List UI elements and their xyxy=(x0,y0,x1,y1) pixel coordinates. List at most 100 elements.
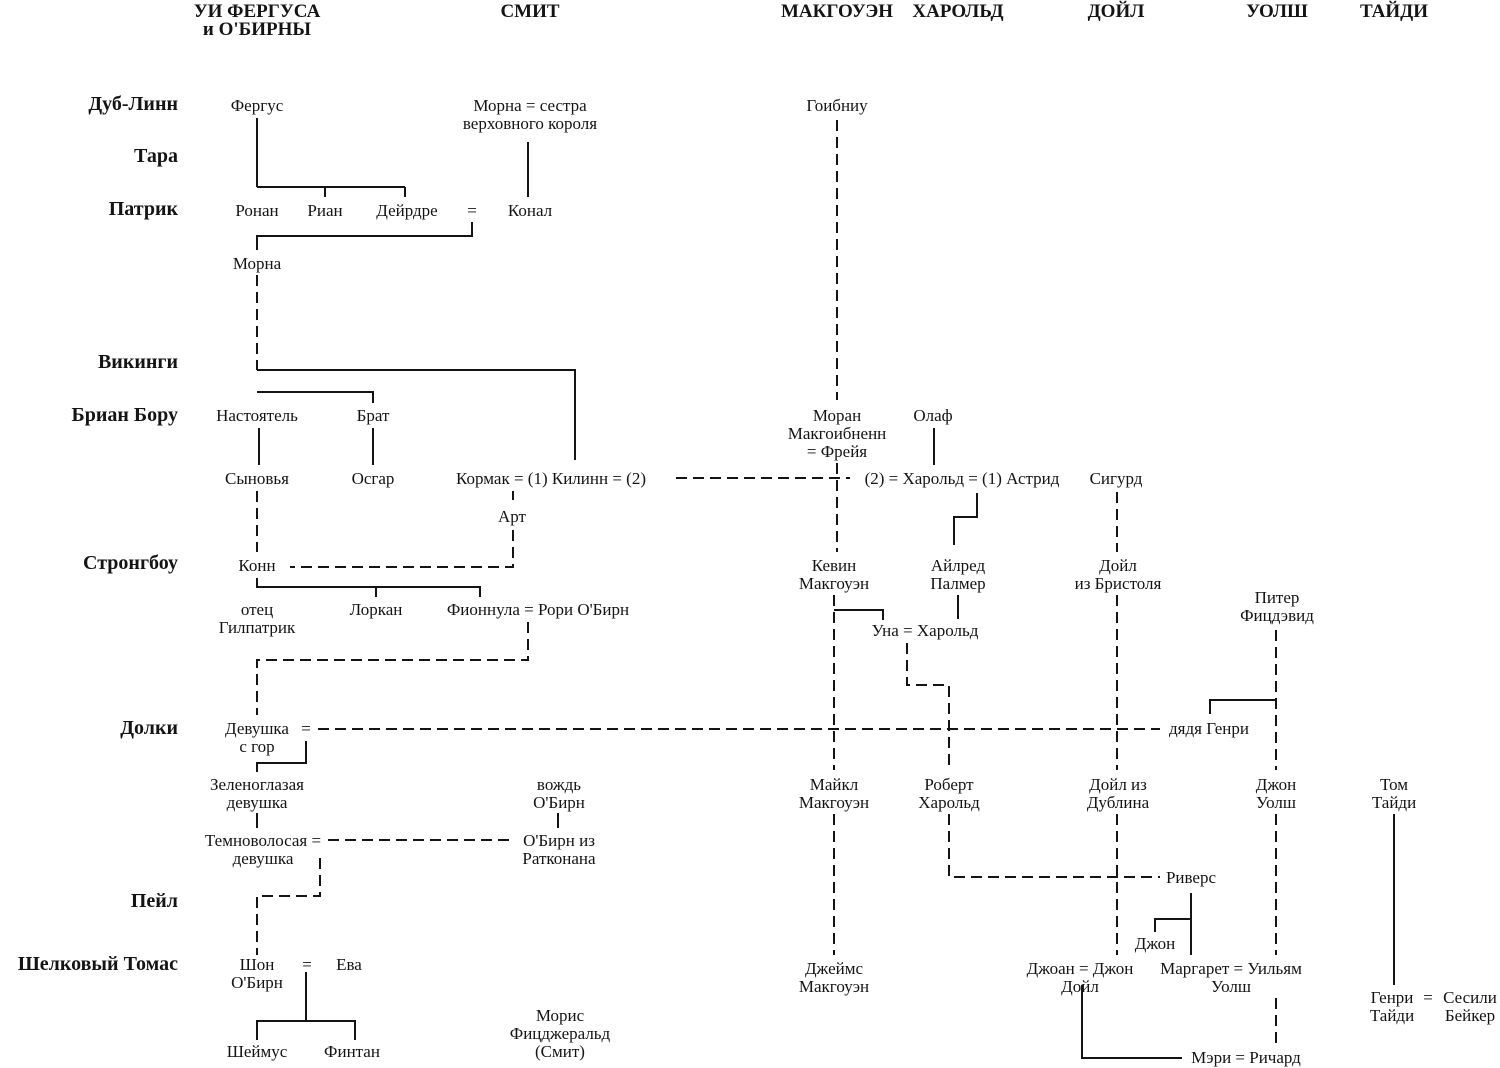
person-robert-line: Харольд xyxy=(918,793,980,812)
person-chief-obyrne-line: О'Бирн xyxy=(533,793,585,812)
person-mountain-girl-line: с гор xyxy=(239,737,274,756)
line-morna-vikings xyxy=(257,369,576,460)
person-olaf-line: Олаф xyxy=(913,406,952,425)
header-harold-line: ХАРОЛЬД xyxy=(912,1,1003,22)
header-tidy-line: ТАЙДИ xyxy=(1360,0,1428,22)
person-joan-john-doyle-line: Дойл xyxy=(1061,977,1099,996)
person-rian-line: Риан xyxy=(307,201,342,220)
person-una-line: Уна = Харольд xyxy=(872,621,979,640)
person-mary-richard-line: Мэри = Ричард xyxy=(1191,1048,1301,1067)
person-james-line: Макгоуэн xyxy=(799,977,869,996)
dash-dark-sean xyxy=(256,858,321,955)
person-gilpatrick-line: отец xyxy=(241,600,273,619)
person-tom-tidy-line: Тайди xyxy=(1372,793,1416,812)
person-green-eyed-line: Зеленоглазая xyxy=(210,775,304,794)
person-abbot-line: Настоятель xyxy=(216,406,298,425)
person-obyrne-rathconan-line: О'Бирн из xyxy=(523,831,595,850)
era-dalkey-line: Долки xyxy=(120,717,178,739)
person-kevin-line: Макгоуэн xyxy=(799,574,869,593)
person-rian: Риан xyxy=(307,201,342,220)
solid-connector-lines xyxy=(256,118,1395,1059)
era-vikings: Викинги xyxy=(98,351,178,373)
person-doyle-dublin-line: Дублина xyxy=(1087,793,1150,812)
person-joan-john-doyle-line: Джоан = Джон xyxy=(1027,959,1134,978)
person-lorcan: Лоркан xyxy=(350,600,403,619)
person-fintan-line: Финтан xyxy=(324,1042,380,1061)
person-michael-line: Макгоуэн xyxy=(799,793,869,812)
line-joan-mary xyxy=(1081,985,1182,1059)
era-strongbow-line: Стронгбоу xyxy=(83,552,178,574)
era-tara: Тара xyxy=(134,145,178,167)
person-maurice-line: (Смит) xyxy=(535,1042,585,1061)
person-ailred-line: Айлред xyxy=(931,556,986,575)
person-fionnula: Фионнула = Рори О'Бирн xyxy=(447,600,629,619)
person-peter-line: Питер xyxy=(1255,588,1300,607)
marriage-sign-dalkey-line: = xyxy=(301,719,311,738)
era-patrick-line: Патрик xyxy=(109,198,179,220)
person-john-walsh-line: Уолш xyxy=(1256,793,1296,812)
era-strongbow: Стронгбоу xyxy=(83,552,178,574)
era-dalkey: Долки xyxy=(120,717,178,739)
person-rivers-line: Риверс xyxy=(1166,868,1217,887)
person-deirdre-line: Дейрдре xyxy=(376,201,437,220)
line-deirdre-conall-morna xyxy=(256,222,473,250)
person-abbot: Настоятель xyxy=(216,406,298,425)
person-sons-line: Сыновья xyxy=(225,469,289,488)
marriage-sign-deirdre: = xyxy=(467,201,477,220)
person-chief-obyrne-line: вождь xyxy=(537,775,581,794)
person-cormac-kilinn-line: Кормак = (1) Килинн = (2) xyxy=(456,469,646,488)
person-conall-line: Конал xyxy=(508,201,553,220)
header-magowan: МАКГОУЭН xyxy=(781,1,893,22)
header-smith: СМИТ xyxy=(500,1,559,22)
line-ailred-bracket xyxy=(953,493,978,545)
dash-fionnula-mountain-girl xyxy=(256,622,529,715)
person-john: Джон xyxy=(1135,934,1176,953)
person-maurice-line: Фицджеральд xyxy=(510,1024,611,1043)
person-rivers: Риверс xyxy=(1166,868,1217,887)
person-fergus-line: Фергус xyxy=(231,96,284,115)
person-oscar-line: Осгар xyxy=(352,469,395,488)
header-fergus-line: и О'БИРНЫ xyxy=(203,19,311,40)
line-abbot-brother xyxy=(257,391,374,403)
person-ronan: Ронан xyxy=(235,201,278,220)
person-moran-line: Моран xyxy=(813,406,861,425)
person-maurice-line: Морис xyxy=(536,1006,585,1025)
line-rivers-children xyxy=(1154,893,1192,955)
marriage-sign-deirdre-line: = xyxy=(467,201,477,220)
person-james-line: Джеймс xyxy=(805,959,864,978)
person-brother: Брат xyxy=(357,406,390,425)
person-obyrne-rathconan-line: Ратконана xyxy=(522,849,596,868)
era-brian-boru-line: Бриан Бору xyxy=(72,404,178,426)
dash-robert-rivers xyxy=(948,814,1160,878)
person-robert-line: Роберт xyxy=(924,775,974,794)
person-brother-line: Брат xyxy=(357,406,390,425)
person-cormac-kilinn: Кормак = (1) Килинн = (2) xyxy=(456,469,646,488)
person-harold-astrid-line: (2) = Харольд = (1) Астрид xyxy=(865,469,1060,488)
header-tidy: ТАЙДИ xyxy=(1360,0,1428,22)
person-fionnula-line: Фионнула = Рори О'Бирн xyxy=(447,600,629,619)
era-tara-line: Тара xyxy=(134,145,178,167)
header-doyle-line: ДОЙЛ xyxy=(1088,0,1145,22)
person-morna-sister-line: Морна = сестра xyxy=(473,96,587,115)
person-sons: Сыновья xyxy=(225,469,289,488)
person-conn: Конн xyxy=(238,556,275,575)
person-sigurd: Сигурд xyxy=(1090,469,1143,488)
line-fergus-children xyxy=(256,118,406,197)
dashed-connector-lines xyxy=(256,120,1277,1045)
person-doyle-bristol-line: Дойл xyxy=(1099,556,1137,575)
person-morna-line: Морна xyxy=(233,254,282,273)
